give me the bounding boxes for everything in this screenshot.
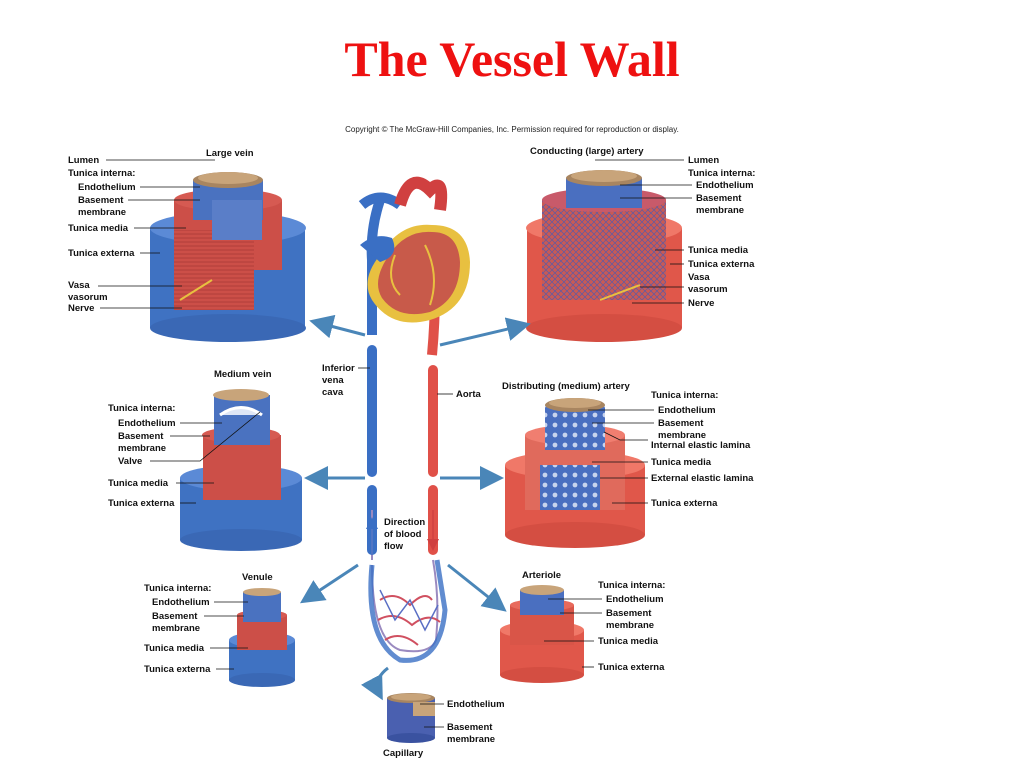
ma-label-tunica-media: Tunica media (651, 457, 712, 468)
vn-label-basement: Basement (152, 611, 198, 622)
large-artery-illustration (526, 170, 682, 342)
medium-vein-illustration (180, 389, 302, 551)
medium-vein-labels: Medium vein Tunica interna: Endothelium … (108, 369, 272, 509)
ivc-segment-upper (367, 345, 377, 477)
cp-label-endothelium: Endothelium (447, 699, 505, 710)
direction-label-line1: Direction (384, 517, 425, 528)
lv-label-tunica-interna: Tunica interna: (68, 168, 135, 179)
lv-label-tunica-externa: Tunica externa (68, 248, 135, 259)
copyright-notice: Copyright © The McGraw-Hill Companies, I… (345, 125, 679, 134)
cp-label-basement: Basement (447, 722, 493, 733)
large-artery-title: Conducting (large) artery (530, 146, 644, 157)
mv-label-basement: Basement (118, 431, 164, 442)
mv-label-endothelium: Endothelium (118, 418, 176, 429)
capillary-labels: Endothelium Basement membrane Capillary (383, 699, 505, 759)
vn-label-membrane: membrane (152, 623, 200, 634)
direction-label-line2: of blood (384, 529, 422, 540)
page-title: The Vessel Wall (344, 31, 680, 87)
ivc-label-line3: cava (322, 387, 344, 398)
mv-label-tunica-externa: Tunica externa (108, 498, 175, 509)
la-label-lumen: Lumen (688, 155, 719, 166)
lv-label-vasorum: vasorum (68, 292, 108, 303)
la-label-endothelium: Endothelium (696, 180, 754, 191)
la-label-nerve: Nerve (688, 298, 714, 309)
central-vessels (367, 345, 448, 663)
lv-label-membrane: membrane (78, 207, 126, 218)
ma-label-tunica-interna: Tunica interna: (651, 390, 718, 401)
arrow-to-capillary (360, 666, 389, 701)
heart-illustration (358, 176, 470, 356)
aorta-segment-upper (428, 365, 438, 477)
mv-label-valve: Valve (118, 456, 142, 467)
lv-label-nerve: Nerve (68, 303, 94, 314)
ma-label-external-elastic: External elastic lamina (651, 473, 754, 484)
mv-label-tunica-interna: Tunica interna: (108, 403, 175, 414)
capillary-illustration (387, 693, 435, 743)
ar-label-tunica-interna: Tunica interna: (598, 580, 665, 591)
arrow-to-arteriole (447, 563, 507, 612)
ma-leader-internal-elastic (603, 431, 648, 441)
ma-label-basement: Basement (658, 418, 704, 429)
la-label-vasorum: vasorum (688, 284, 728, 295)
la-label-tunica-externa: Tunica externa (688, 259, 755, 270)
vn-label-tunica-interna: Tunica interna: (144, 583, 211, 594)
center-labels: Inferior vena cava Aorta Direction of bl… (322, 363, 482, 555)
arrow-to-large-artery (439, 317, 531, 347)
lv-label-endothelium: Endothelium (78, 182, 136, 193)
ivc-label-line2: vena (322, 375, 344, 386)
vn-label-endothelium: Endothelium (152, 597, 210, 608)
arteriole-labels: Arteriole Tunica interna: Endothelium Ba… (522, 570, 665, 673)
vn-label-tunica-externa: Tunica externa (144, 664, 211, 675)
direction-label-line3: flow (384, 541, 404, 552)
ma-label-endothelium: Endothelium (658, 405, 716, 416)
large-vein-labels: Large vein Lumen Tunica interna: Endothe… (68, 148, 254, 314)
cp-label-membrane: membrane (447, 734, 495, 745)
ar-label-endothelium: Endothelium (606, 594, 664, 605)
large-artery-labels: Conducting (large) artery Lumen Tunica i… (530, 146, 755, 309)
medium-artery-labels: Distributing (medium) artery Tunica inte… (502, 381, 754, 509)
aorta-label: Aorta (456, 389, 482, 400)
mv-label-membrane: membrane (118, 443, 166, 454)
arrow-to-venule (299, 563, 359, 604)
ma-label-internal-elastic: Internal elastic lamina (651, 440, 751, 451)
venule-title: Venule (242, 572, 273, 583)
venule-labels: Venule Tunica interna: Endothelium Basem… (144, 572, 273, 675)
mv-leader-valve (150, 411, 261, 462)
arteriole-title: Arteriole (522, 570, 561, 581)
mv-label-tunica-media: Tunica media (108, 478, 169, 489)
large-vein-illustration (150, 172, 306, 342)
connector-arrows (299, 314, 531, 701)
medium-vein-title: Medium vein (214, 369, 272, 380)
capillary-title: Capillary (383, 748, 424, 759)
ma-label-membrane: membrane (658, 430, 706, 441)
la-label-membrane: membrane (696, 205, 744, 216)
ar-label-tunica-media: Tunica media (598, 636, 659, 647)
lv-label-tunica-media: Tunica media (68, 223, 129, 234)
la-label-basement: Basement (696, 193, 742, 204)
ivc-label-line1: Inferior (322, 363, 355, 374)
venule-illustration (229, 588, 295, 687)
ar-label-basement: Basement (606, 608, 652, 619)
ar-label-membrane: membrane (606, 620, 654, 631)
la-label-tunica-interna: Tunica interna: (688, 168, 755, 179)
arrow-to-large-vein (309, 314, 366, 339)
vn-label-tunica-media: Tunica media (144, 643, 205, 654)
la-label-vasa: Vasa (688, 272, 710, 283)
arteriole-illustration (500, 585, 584, 683)
ar-label-tunica-externa: Tunica externa (598, 662, 665, 673)
medium-artery-title: Distributing (medium) artery (502, 381, 630, 392)
large-vein-title: Large vein (206, 148, 254, 159)
lv-label-lumen: Lumen (68, 155, 99, 166)
la-label-tunica-media: Tunica media (688, 245, 749, 256)
medium-artery-illustration (505, 398, 645, 548)
lv-label-vasa: Vasa (68, 280, 90, 291)
lv-label-basement: Basement (78, 195, 124, 206)
ma-label-tunica-externa: Tunica externa (651, 498, 718, 509)
